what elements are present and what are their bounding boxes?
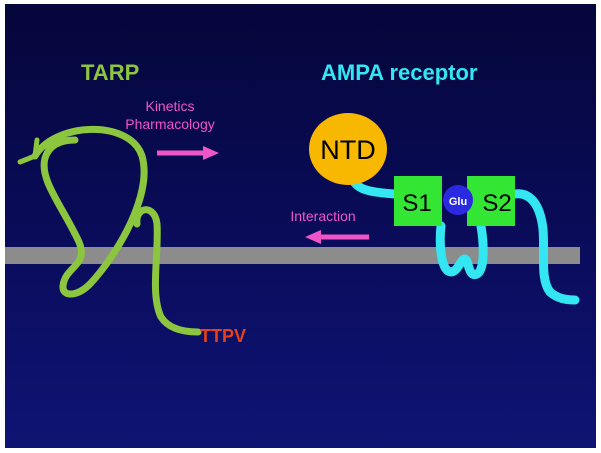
- left-arrow: [305, 230, 369, 244]
- ntd-label: NTD: [320, 135, 376, 165]
- ampa-receptor-title: AMPA receptor: [321, 60, 478, 85]
- s2-label: S2: [482, 190, 511, 217]
- glu-label: Glu: [449, 196, 467, 208]
- diagram-canvas: TARP AMPA receptor Kinetics Pharmacology…: [5, 60, 580, 346]
- tarp-title: TARP: [81, 60, 139, 85]
- pharmacology-label: Pharmacology: [125, 116, 215, 132]
- tarp-protein: [31, 125, 148, 298]
- glutamate-ligand: [443, 185, 473, 215]
- membrane-bar: [5, 247, 580, 264]
- ntd-domain: [309, 113, 387, 185]
- kinetics-label: Kinetics: [145, 98, 194, 114]
- ampa-chain-c-tail: [510, 189, 580, 305]
- interaction-label: Interaction: [290, 208, 355, 224]
- ampa-chain-m-loop: [435, 221, 488, 279]
- s1-label: S1: [402, 190, 431, 217]
- s1-domain-box: [394, 176, 442, 226]
- s2-domain-box: [467, 176, 515, 226]
- right-arrow: [157, 146, 219, 160]
- tarp-tail: [133, 206, 202, 336]
- tarp-glycosylation-branch: [17, 137, 40, 165]
- slide: TARP AMPA receptor Kinetics Pharmacology…: [5, 4, 596, 448]
- ttpv-label: TTPV: [200, 326, 246, 346]
